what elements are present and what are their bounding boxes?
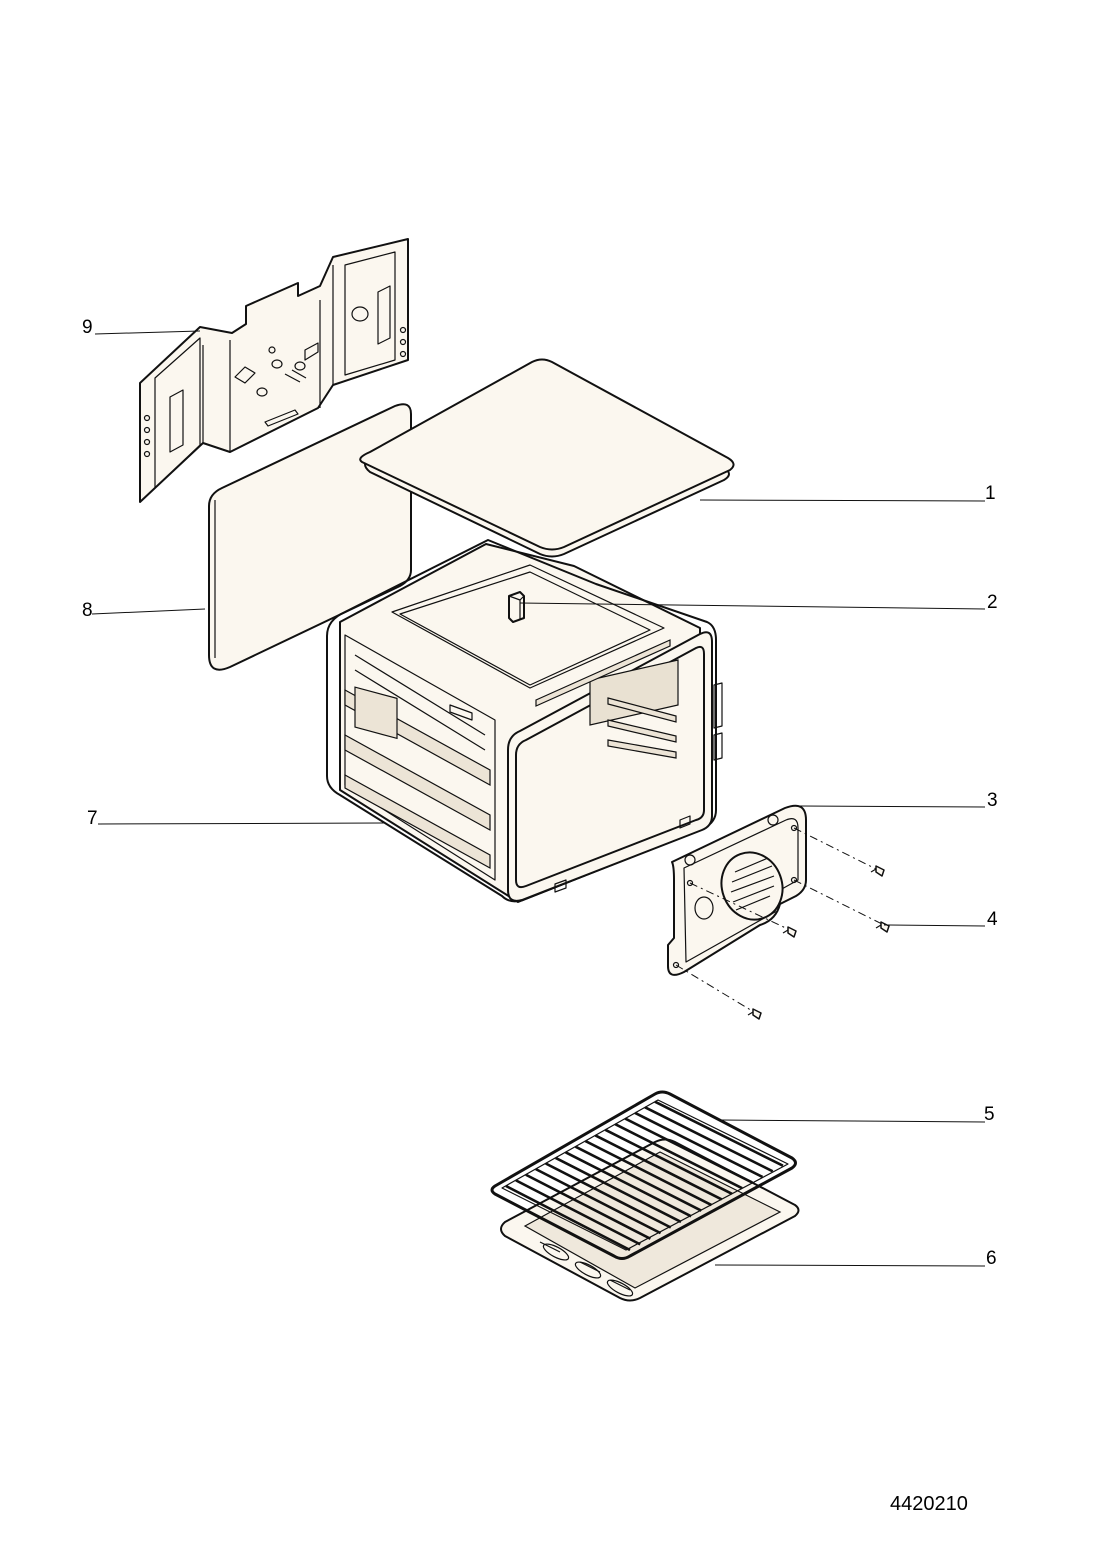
leader-4 xyxy=(883,924,986,927)
callout-6: 6 xyxy=(986,1248,997,1269)
leader-2 xyxy=(519,602,986,610)
rack-bar xyxy=(525,1173,651,1240)
rack-bar xyxy=(594,1134,723,1201)
callout-4: 4 xyxy=(987,909,998,930)
rack-bar xyxy=(505,1184,631,1252)
callout-8: 8 xyxy=(82,600,93,621)
callout-2: 2 xyxy=(987,592,998,613)
screw-c xyxy=(782,926,797,938)
leader-5 xyxy=(719,1119,986,1123)
part-7-oven-cavity xyxy=(326,539,723,903)
rack-bar xyxy=(515,1179,641,1246)
rack-bar xyxy=(564,1151,692,1218)
callout-7: 7 xyxy=(87,808,98,829)
callout-5: 5 xyxy=(984,1104,995,1125)
rack-bar xyxy=(545,1162,672,1229)
leader-7 xyxy=(97,822,386,825)
part-5-wire-rack xyxy=(490,1090,797,1260)
rack-bar xyxy=(614,1123,743,1190)
part-4-screws xyxy=(675,827,890,1020)
screw-b xyxy=(875,921,890,933)
screw-a xyxy=(870,865,885,877)
leader-9 xyxy=(94,330,201,335)
callout-3: 3 xyxy=(987,790,998,811)
leader-3 xyxy=(799,805,986,808)
rack-bars xyxy=(505,1100,784,1252)
document-number: 4420210 xyxy=(890,1493,968,1515)
leader-6 xyxy=(714,1264,986,1267)
rack-bar xyxy=(555,1156,682,1224)
rack-bar xyxy=(624,1117,753,1184)
part-2-top-fitting xyxy=(508,591,525,623)
callout-9: 9 xyxy=(82,317,93,338)
rack-bar xyxy=(574,1145,702,1212)
callout-labels: 1 2 3 4 5 6 7 8 9 xyxy=(82,317,998,1269)
leader-1 xyxy=(699,499,986,502)
rack-bar xyxy=(654,1100,784,1167)
part-1-top-panel xyxy=(359,358,735,558)
part-9-rear-bracket xyxy=(139,238,409,503)
callout-1: 1 xyxy=(985,483,996,504)
rack-bar xyxy=(644,1106,774,1173)
rack-bar xyxy=(584,1139,713,1207)
rack-bar xyxy=(604,1128,733,1195)
screw-d xyxy=(747,1008,762,1020)
rack-bar xyxy=(535,1167,662,1235)
leader-8 xyxy=(91,608,206,615)
rack-bar xyxy=(634,1111,764,1179)
leader-lines xyxy=(91,330,986,1267)
part-3-fan-cover xyxy=(667,804,807,976)
